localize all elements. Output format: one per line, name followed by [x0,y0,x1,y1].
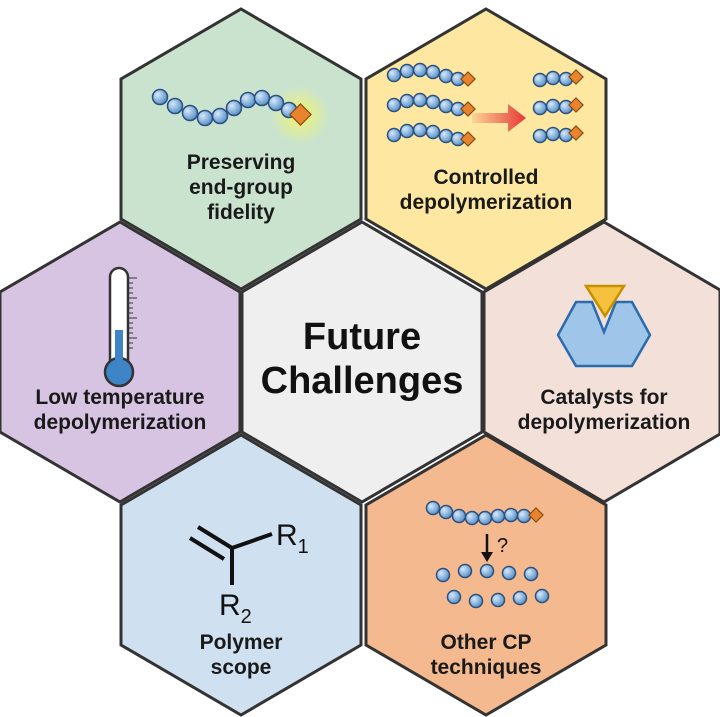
polymer-chain-icon [151,85,330,145]
end-group-diamond [568,69,584,85]
monomer-bead [451,508,467,524]
monomer-bead [425,94,441,110]
end-group-diamond [460,131,476,147]
monomer-bead [438,98,454,114]
catalyst-icon [556,284,652,368]
label-low-temperature-depolymerization: Low temperature depolymerization [33,386,207,435]
red-arrow-icon [472,104,526,132]
monomer-bead [464,510,480,526]
thermometer-scale [129,277,137,349]
monomer-bead [181,104,199,122]
hex-preserving-end-group-fidelity [119,7,363,291]
monomer-bead [399,123,415,139]
monomer-bead [412,92,428,108]
monomer-bead [512,590,528,606]
monomer-bead [412,62,428,78]
monomer-bead [225,99,243,117]
monomer-bead [501,565,517,581]
end-group-diamond [289,103,312,126]
monomer-bead [151,88,169,106]
monomer-bead [534,588,550,604]
catalyst-body [556,300,652,368]
thermometer-icon [103,266,137,388]
monomer-bead [532,72,548,88]
monomer-bead [490,508,506,524]
monomer-bead [545,126,561,142]
monomer-bead [477,510,493,526]
monomer-bead [545,70,561,86]
label-catalysts-for-depolymerization: Catalysts for depolymerization [517,386,691,435]
monomer-bead [239,91,257,109]
monomer-bead [532,100,548,116]
end-group-diamond [568,97,584,113]
catalyst-substrate [583,284,627,319]
question-mark: ? [497,535,508,557]
end-group-diamond [460,101,476,117]
monomer-bead [532,128,548,144]
monomer-bead [503,507,519,523]
hex-polymer-scope [119,433,363,717]
monomer-bead [516,508,532,524]
end-group-diamond [528,507,544,523]
monomer-bead [386,127,402,143]
thermometer-liquid [115,330,123,372]
monomer-bead [253,89,271,107]
end-group-diamond [568,125,584,141]
controlled-depolymerization-icon [386,62,584,147]
monomer-bead [468,593,484,609]
vinyl-monomer-icon [188,525,273,585]
monomer-bead [545,98,561,114]
center-title: Future Challenges [260,316,464,402]
substituent-r2: R2 [219,589,252,628]
label-polymer-scope: Polymer scope [199,631,283,680]
monomer-bead [267,94,285,112]
monomer-bead [446,589,462,605]
monomer-bead [196,109,214,127]
chain-to-monomers-icon: ? [425,500,550,609]
end-group-diamond [460,71,476,87]
monomer-bead [438,128,454,144]
monomer-bead [412,122,428,138]
monomer-bead [523,566,539,582]
monomer-bead [399,63,415,79]
label-other-cp-techniques: Other CP techniques [430,631,542,680]
monomer-bead [166,97,184,115]
monomer-bead [457,563,473,579]
hex-future-challenges [240,220,484,504]
monomer-bead [490,592,506,608]
monomer-bead [399,93,415,109]
monomer-bead [425,64,441,80]
monomer-bead [386,97,402,113]
monomer-bead [438,68,454,84]
substituent-r1: R1 [276,519,309,558]
down-arrow-head [481,552,493,562]
monomer-bead [425,500,441,516]
label-preserving-end-group-fidelity: Preserving end-group fidelity [186,151,296,225]
label-controlled-depolymerization: Controlled depolymerization [399,166,573,215]
monomer-bead [435,567,451,583]
monomer-bead [438,504,454,520]
monomer-bead [211,107,229,125]
monomer-bead [479,563,495,579]
monomer-bead [386,67,402,83]
monomer-bead [425,124,441,140]
